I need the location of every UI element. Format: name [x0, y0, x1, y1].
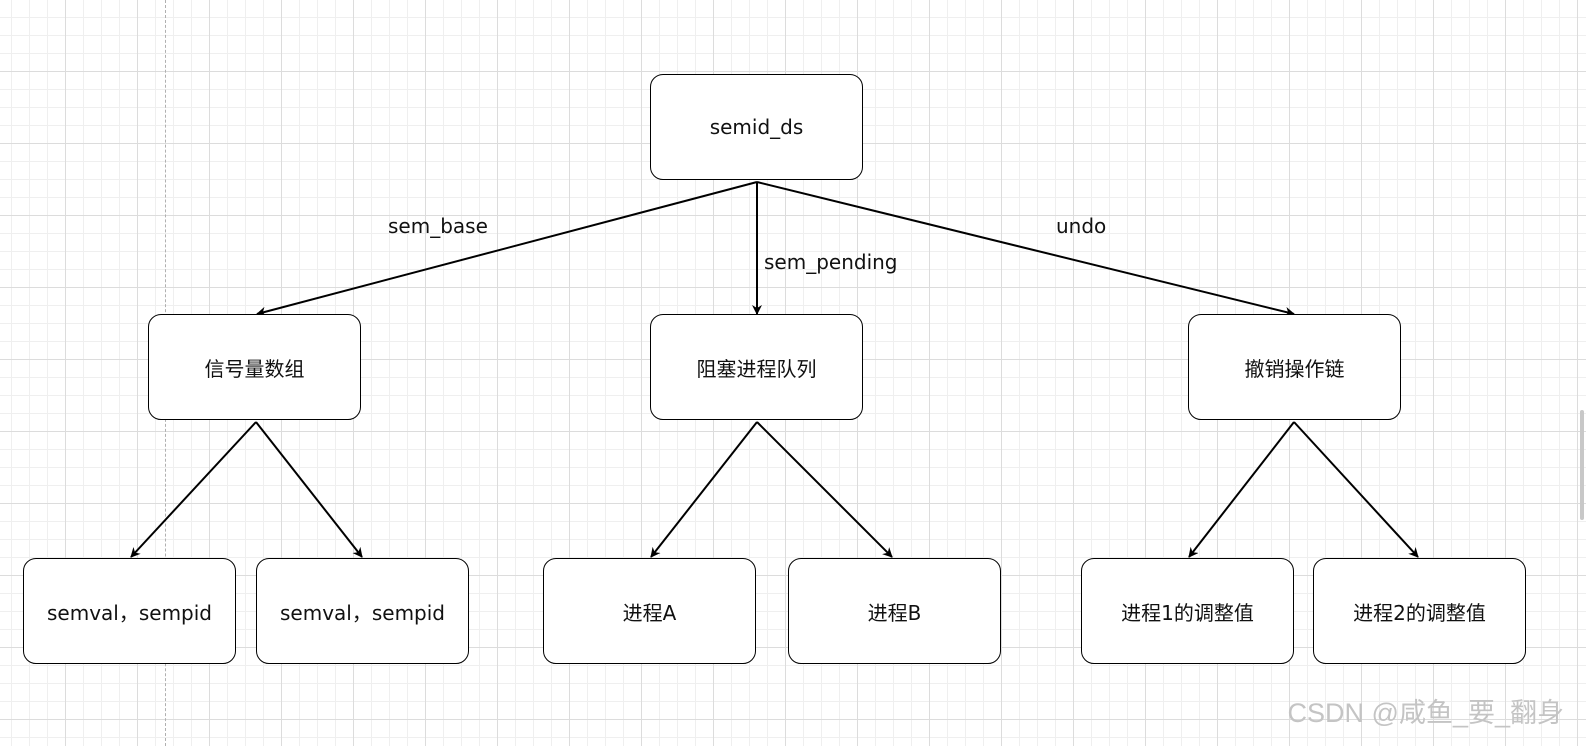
node-semid-ds[interactable]: semid_ds: [650, 74, 863, 180]
edge-root-to-undo-chain: [756, 181, 1295, 317]
node-process-a[interactable]: 进程A: [543, 558, 756, 664]
node-semval-2[interactable]: semval，sempid: [256, 558, 469, 664]
edge-sem-array-to-semval-1: [130, 421, 257, 558]
node-semval-1[interactable]: semval，sempid: [23, 558, 236, 664]
edge-label-sem-base[interactable]: sem_base: [388, 214, 488, 238]
edge-label-sem-pending[interactable]: sem_pending: [764, 250, 898, 274]
node-blocked-queue[interactable]: 阻塞进程队列: [650, 314, 863, 420]
node-adjust-2[interactable]: 进程2的调整值: [1313, 558, 1526, 664]
node-adjust-1[interactable]: 进程1的调整值: [1081, 558, 1294, 664]
edge-blocked-queue-to-process-b: [756, 421, 893, 558]
edge-blocked-queue-to-process-a: [650, 421, 758, 558]
node-sem-array[interactable]: 信号量数组: [148, 314, 361, 420]
edge-label-undo[interactable]: undo: [1056, 214, 1107, 238]
edge-sem-array-to-semval-2: [255, 421, 363, 558]
edge-undo-chain-to-adjust-1: [1188, 421, 1295, 558]
node-undo-chain[interactable]: 撤销操作链: [1188, 314, 1401, 420]
edge-root-to-sem-array: [256, 181, 758, 317]
node-process-b[interactable]: 进程B: [788, 558, 1001, 664]
watermark: CSDN @咸鱼_要_翻身: [1287, 698, 1564, 728]
scrollbar-thumb[interactable]: [1580, 410, 1584, 520]
edge-undo-chain-to-adjust-2: [1293, 421, 1419, 558]
